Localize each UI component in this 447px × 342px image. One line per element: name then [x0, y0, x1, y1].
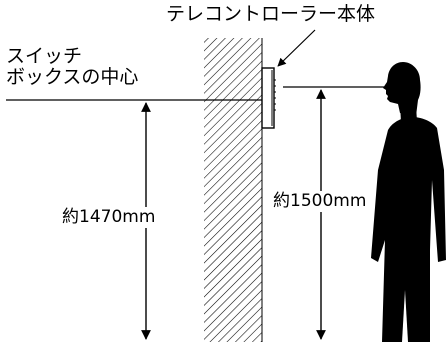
controller-label: テレコントローラー本体	[166, 3, 376, 25]
controller-leader-arrow	[277, 29, 316, 67]
controller-height-label: 約1500mm	[273, 191, 367, 212]
person-silhouette-icon	[371, 62, 446, 342]
switch-label-line2: ボックスの中心	[6, 66, 139, 88]
switch-height-label: 約1470mm	[62, 207, 156, 228]
switch-label-line1: スイッチ	[6, 45, 83, 67]
wall	[204, 38, 262, 342]
controller-device	[261, 67, 276, 129]
switch-box-center-label: スイッチ ボックスの中心	[6, 46, 138, 88]
